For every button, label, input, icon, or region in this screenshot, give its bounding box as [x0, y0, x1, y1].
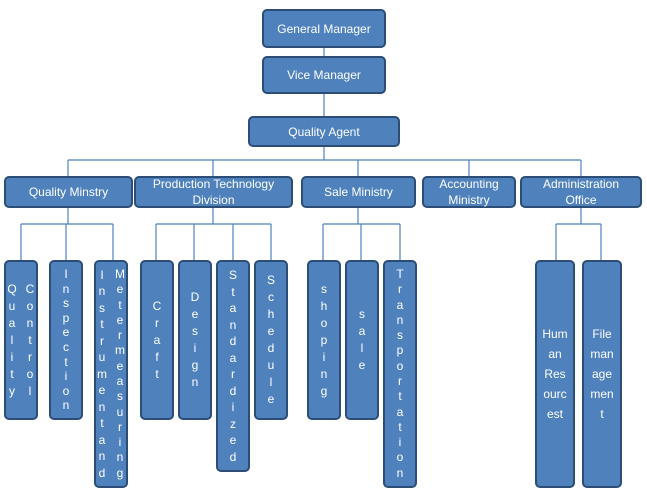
- unit-box: D e s i g n: [178, 260, 212, 420]
- department-label: Sale Ministry: [324, 185, 393, 199]
- unit-label-fragment: ourc: [543, 387, 567, 401]
- unit-box: T r a n s p o r t a t i o n: [383, 260, 417, 488]
- general-manager-label: General Manager: [277, 21, 371, 36]
- department-label: Production Technology Division: [152, 177, 275, 207]
- unit-label-fragment: t: [600, 407, 604, 421]
- unit-label: s h o p i n g: [320, 281, 328, 398]
- unit-label-fragment: men: [590, 387, 614, 401]
- unit-box: S t a n d a r d i z e d: [216, 260, 250, 472]
- department-box-sale: Sale Ministry: [301, 176, 416, 208]
- unit-label: Q u a l i t y: [7, 281, 17, 398]
- department-box-quality: Quality Minstry: [4, 176, 133, 208]
- unit-label-fragment: File: [592, 327, 612, 341]
- unit-label: C o n t r o l: [25, 281, 35, 398]
- unit-box: s a l e: [345, 260, 379, 420]
- unit-label-fragment: man: [590, 347, 614, 361]
- unit-label: I n s p e c t i o n: [62, 267, 70, 413]
- unit-label: S t a n d a r d i z e d: [228, 268, 237, 464]
- unit-label-fragment: Hum: [542, 327, 568, 341]
- department-label: Administration Office: [542, 177, 620, 207]
- department-box-production: Production Technology Division: [134, 176, 293, 208]
- department-box-accounting: Accounting Ministry: [422, 176, 516, 208]
- department-label: Accounting Ministry: [439, 177, 499, 207]
- quality-agent-box: Quality Agent: [248, 116, 400, 147]
- unit-box: I n s p e c t i o n: [49, 260, 83, 420]
- vice-manager-label: Vice Manager: [287, 68, 361, 82]
- unit-label: S c h e d u l e: [266, 273, 275, 406]
- unit-label: s a l e: [358, 307, 366, 372]
- unit-label: D e s i g n: [190, 290, 200, 389]
- quality-agent-label: Quality Agent: [288, 124, 360, 139]
- unit-box: C r a f t: [140, 260, 174, 420]
- unit-label-fragment: Res: [544, 367, 566, 381]
- department-label: Quality Minstry: [28, 185, 109, 199]
- general-manager-box: General Manager: [262, 9, 386, 48]
- unit-box: s h o p i n g: [307, 260, 341, 420]
- unit-box: File man age men t: [582, 260, 622, 488]
- department-box-administration: Administration Office: [520, 176, 642, 208]
- unit-label: I n s t r u m e n t a n d: [97, 268, 107, 480]
- unit-label-fragment: age: [591, 367, 613, 381]
- vice-manager-box: Vice Manager: [262, 56, 386, 94]
- unit-label: M e t e r m e a s u r i n g: [115, 267, 125, 480]
- unit-label-fragment: est: [546, 407, 563, 421]
- unit-label: T r a n s p o r t a t i o n: [396, 267, 404, 480]
- unit-box: S c h e d u l e: [254, 260, 288, 420]
- unit-label: C r a f t: [152, 298, 162, 381]
- unit-label-fragment: an: [548, 347, 562, 361]
